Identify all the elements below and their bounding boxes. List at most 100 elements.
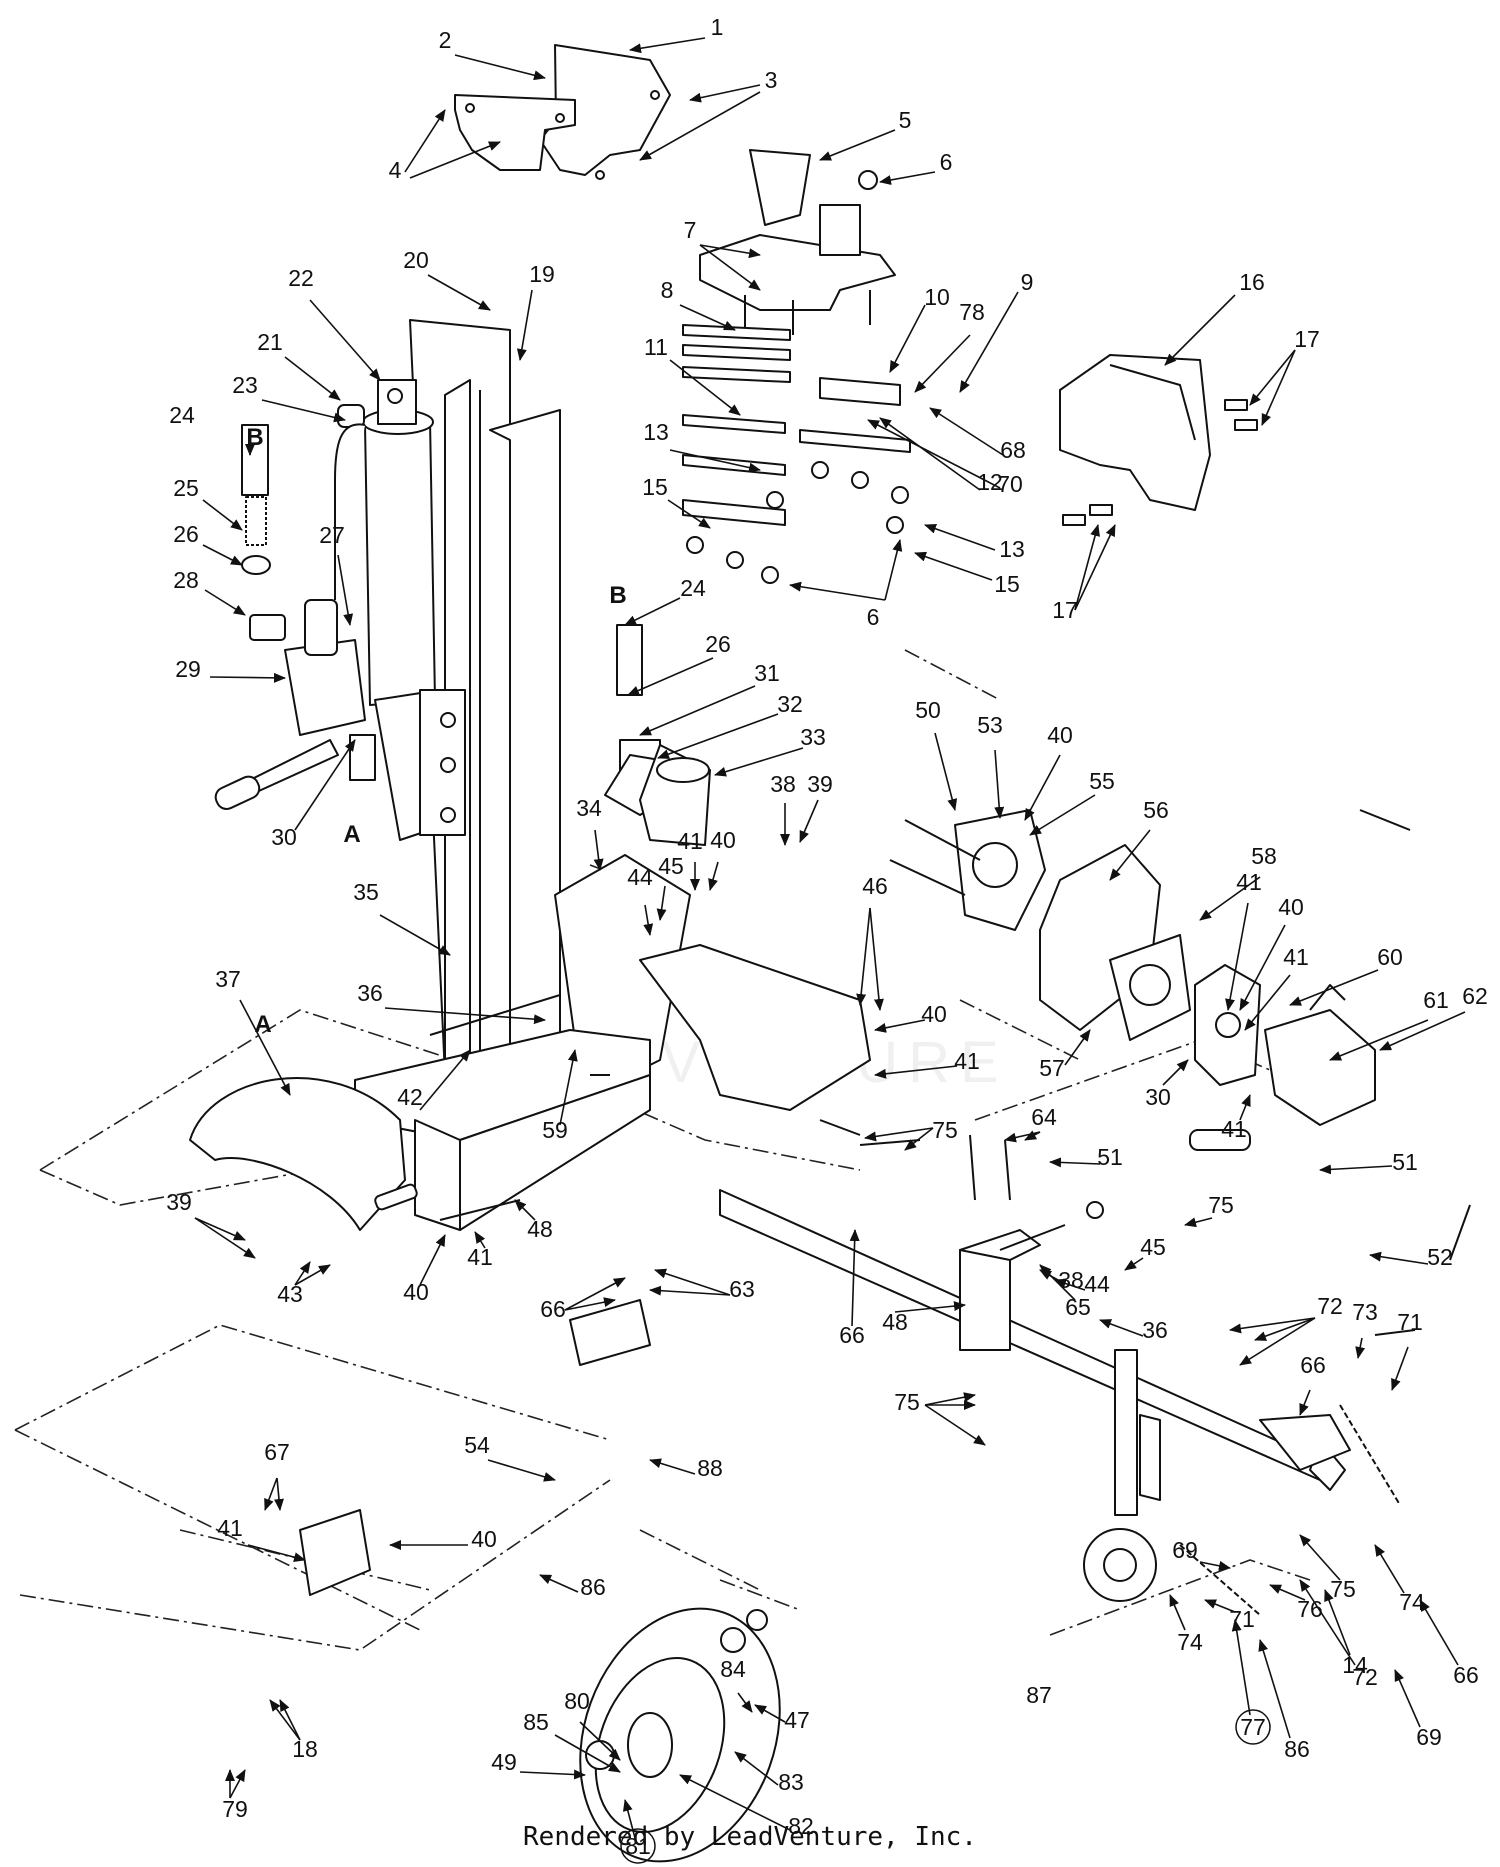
safety-chains (1179, 1404, 1401, 1616)
callout-label-40: 40 (471, 1526, 497, 1552)
callout-label-58: 58 (1251, 843, 1277, 869)
callout-label-13: 13 (643, 419, 669, 445)
callout-leader (379, 914, 451, 956)
callout-label-23: 23 (232, 372, 258, 398)
callout-label-40: 40 (403, 1279, 429, 1305)
callout-label-45: 45 (1140, 1234, 1166, 1260)
callout-label-66: 66 (1300, 1352, 1326, 1378)
callout-leader (1231, 1619, 1251, 1716)
callout-leader (284, 356, 341, 401)
callout-label-86: 86 (580, 1574, 606, 1600)
callout-leader (1239, 924, 1286, 1011)
callout-leader (564, 1277, 626, 1311)
callout-label-68: 68 (1000, 437, 1026, 463)
callout-leader (679, 1774, 791, 1831)
callout-leader (1239, 1094, 1251, 1121)
callout-leader (874, 1065, 958, 1079)
callout-label-74: 74 (1177, 1629, 1203, 1655)
callout-leader (1074, 524, 1100, 611)
wear-plates (682, 324, 911, 584)
callout-label-36: 36 (1142, 1317, 1168, 1343)
callout-leader (294, 739, 356, 831)
callout-leader (1049, 1157, 1101, 1168)
callout-label-51: 51 (1392, 1149, 1418, 1175)
callout-label-66: 66 (540, 1296, 566, 1322)
callout-leader (474, 1231, 486, 1249)
callout-label-79: 79 (222, 1796, 248, 1822)
callout-label-28: 28 (173, 567, 199, 593)
callout-leader (269, 1699, 301, 1741)
callout-label-30: 30 (1145, 1084, 1171, 1110)
callout-leader (1109, 829, 1151, 881)
callout-leader (689, 84, 761, 103)
callout-label-72: 72 (1352, 1664, 1378, 1690)
callout-leader (516, 289, 533, 361)
port-mark-A: A (343, 821, 360, 848)
callout-label-41: 41 (677, 828, 703, 854)
callout-label-6: 6 (940, 149, 953, 175)
callout-leader (454, 54, 546, 81)
callout-label-25: 25 (173, 475, 199, 501)
callout-layer: 1234567891078111315127068131561617172019… (166, 14, 1488, 1864)
callout-leader (202, 499, 243, 531)
callout-label-55: 55 (1089, 768, 1115, 794)
callout-label-2: 2 (439, 27, 452, 53)
callout-label-59: 59 (542, 1117, 568, 1143)
callout-label-50: 50 (915, 697, 941, 723)
callout-label-77: 77 (1240, 1714, 1266, 1740)
callout-label-16: 16 (1239, 269, 1265, 295)
callout-label-66: 66 (1453, 1662, 1479, 1688)
callout-label-88: 88 (697, 1455, 723, 1481)
callout-label-63: 63 (729, 1276, 755, 1302)
callout-label-15: 15 (642, 474, 668, 500)
callout-leader (924, 1392, 976, 1406)
hoses (241, 423, 1251, 1151)
callout-leader (579, 1721, 621, 1761)
callout-label-44: 44 (1084, 1271, 1110, 1297)
callout-leader (404, 109, 446, 173)
callout-label-64: 64 (1031, 1104, 1057, 1130)
callout-leader (994, 749, 1005, 819)
callout-leader (874, 1019, 926, 1033)
callout-leader (1024, 1130, 1041, 1141)
callout-leader (273, 1477, 284, 1511)
callout-label-32: 32 (777, 691, 803, 717)
callout-label-83: 83 (778, 1769, 804, 1795)
callout-leader (1229, 1317, 1316, 1334)
callout-leader (427, 274, 491, 311)
callout-leader (309, 299, 381, 381)
callout-leader (384, 1007, 546, 1025)
callout-leader (1289, 969, 1379, 1006)
callout-label-54: 54 (464, 1432, 490, 1458)
callout-leader (559, 1049, 578, 1126)
callout-leader (539, 1574, 579, 1593)
callout-leader (889, 304, 926, 373)
callout-leader (879, 417, 981, 491)
callout-leader (1355, 1337, 1366, 1359)
callout-leader (799, 799, 819, 843)
callout-label-10: 10 (924, 284, 950, 310)
callout-label-41: 41 (1236, 869, 1262, 895)
callout-leader (708, 861, 719, 891)
callout-leader (1039, 1269, 1059, 1281)
callout-label-40: 40 (921, 1001, 947, 1027)
callout-label-21: 21 (257, 329, 283, 355)
callout-label-20: 20 (403, 247, 429, 273)
callout-label-9: 9 (1021, 269, 1034, 295)
callout-leader (1369, 1251, 1429, 1265)
callout-leader (669, 359, 741, 416)
callout-leader (554, 1734, 621, 1773)
callout-leader (1299, 1389, 1311, 1416)
callout-leader (639, 91, 761, 161)
callout-leader (667, 499, 711, 529)
callout-leader (869, 907, 884, 1011)
callout-label-15: 15 (994, 571, 1020, 597)
callout-leader (419, 1049, 471, 1111)
callout-leader (622, 1799, 636, 1839)
callout-label-36: 36 (357, 980, 383, 1006)
callout-leader (1169, 1594, 1186, 1631)
callout-leader (669, 449, 761, 473)
callout-leader (1239, 1317, 1316, 1366)
callout-label-48: 48 (882, 1309, 908, 1335)
callout-leader (209, 672, 286, 683)
